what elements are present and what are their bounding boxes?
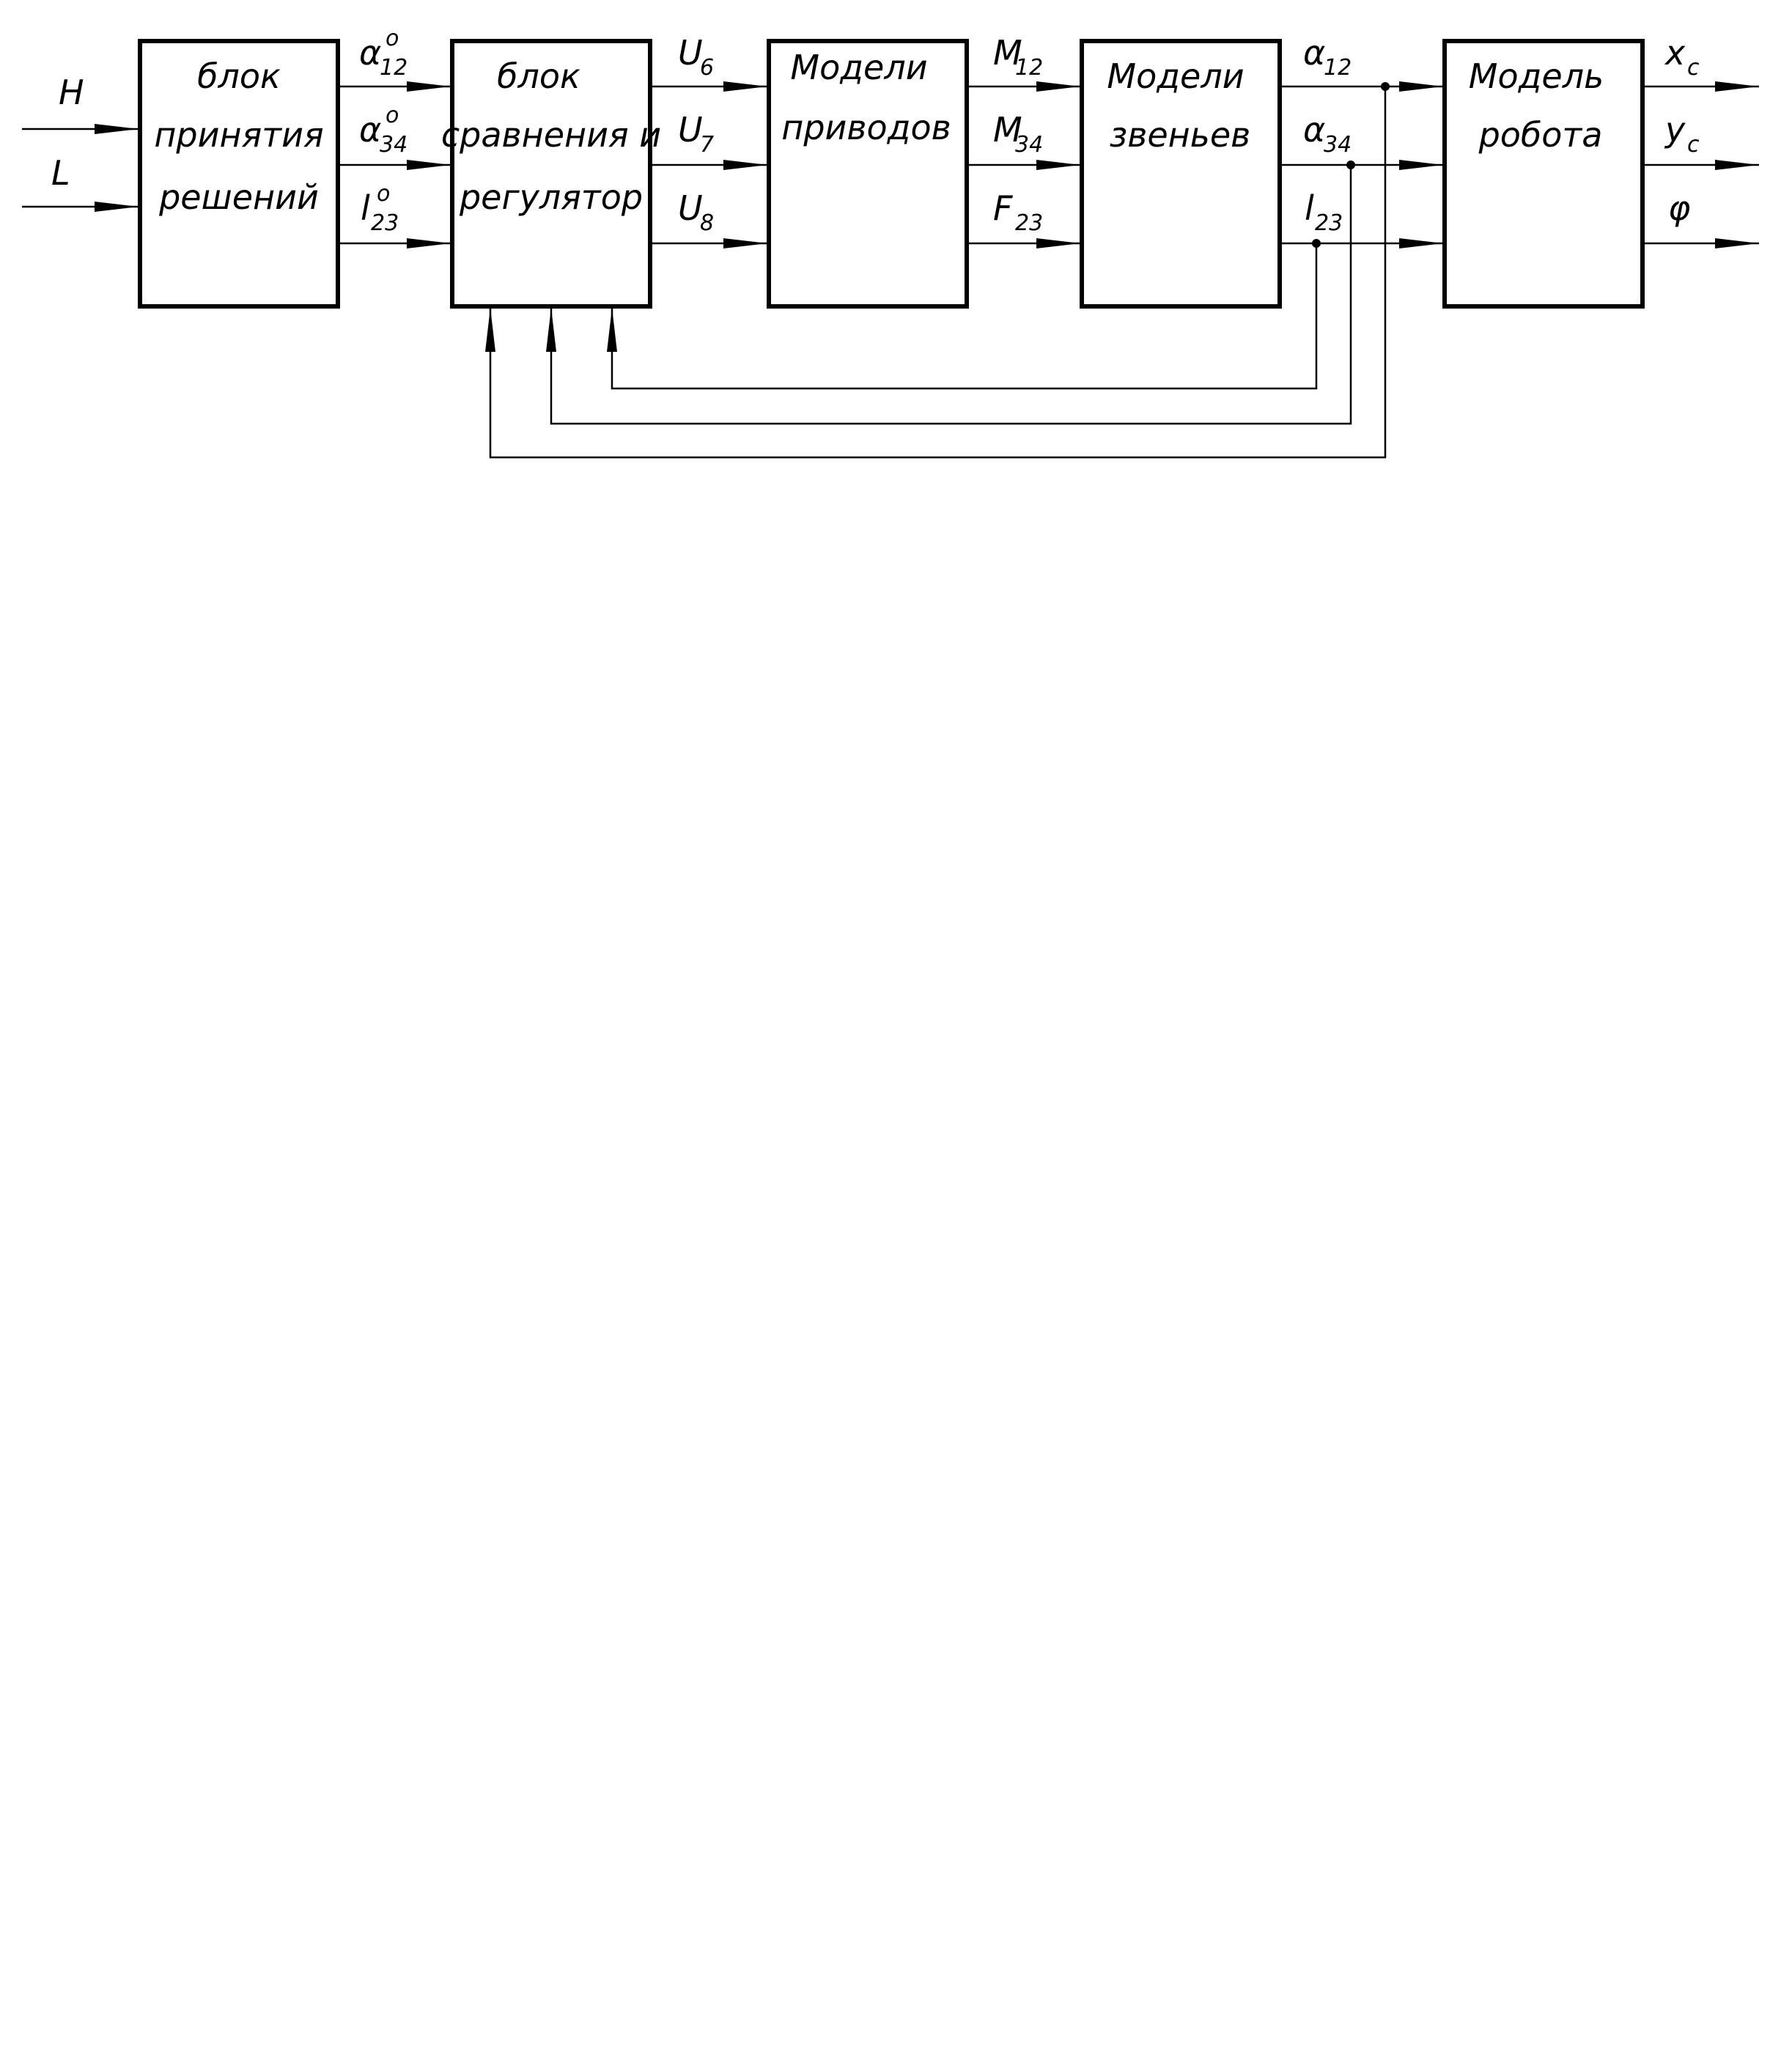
coords-label-1: α [1303,33,1325,73]
controls-label-2: U [678,110,703,150]
drives-block-line-2: приводов [781,108,951,147]
coords-label-3: l [1305,188,1314,228]
links-block: Модели звеньев [1080,39,1282,309]
comparator-block-line-2: сравнения и [441,115,661,155]
drives-block-line-1: Модели [790,48,927,87]
setpoints-label-2-superscript: o [386,103,399,128]
controls-label-2-subscript: 7 [700,132,714,158]
coords-label-2: α [1303,110,1325,150]
outputs-label-1-subscript: c [1687,55,1700,81]
decision-block-line-1: блок [197,56,281,96]
controls-label-1: U [678,33,703,73]
forces-label-2-subscript: 34 [1015,132,1043,158]
setpoints-label-2-subscript: 34 [380,132,408,158]
comparator-block: блок сравнения и регулятор [441,39,661,309]
outputs-label-2-subscript: c [1687,132,1700,158]
comparator-block-line-1: блок [497,56,580,96]
setpoints-label-2: α [359,110,381,150]
junction-dot-3 [1312,239,1321,248]
decision-block-line-2: принятия [154,115,323,155]
setpoints-label-3-subscript: 23 [371,210,399,236]
forces-label-1-subscript: 12 [1015,55,1043,81]
outputs-label-3: φ [1668,188,1690,228]
setpoints-label-1: α [359,33,381,73]
outputs-label-1: x [1664,33,1686,73]
setpoints-label-3-superscript: o [377,181,390,207]
links-block-line-2: звеньев [1110,115,1250,155]
forces-label-1: M [993,33,1022,73]
inputs-label-2: L [51,153,70,193]
robot-block-line-1: Модель [1469,56,1604,96]
feedback-line-alpha12 [485,86,1387,459]
feedback-line-alpha34 [546,165,1352,425]
forces-label-3: F [993,188,1013,228]
feedback-line-l23 [607,243,1318,390]
controls-label-3: U [678,188,703,228]
coords-label-3-subscript: 23 [1315,210,1343,236]
comparator-block-line-3: регулятор [459,177,643,217]
robot-block-line-2: робота [1478,115,1603,155]
junction-dot-1 [1381,82,1390,91]
links-block-line-1: Модели [1107,56,1244,96]
inputs-label-1: H [59,73,84,112]
controls-label-1-subscript: 6 [700,55,714,81]
forces-label-3-subscript: 23 [1015,210,1043,236]
forces-label-2: M [993,110,1022,150]
decision-block: блок принятия решений [138,39,340,309]
outputs-label-2: y [1664,110,1686,150]
coords-label-2-subscript: 34 [1324,132,1352,158]
robot-block: Модель робота [1442,39,1645,309]
junction-dot-2 [1346,161,1355,169]
setpoints-label-1-superscript: o [386,26,399,51]
setpoints-label-1-subscript: 12 [380,55,408,81]
controls-label-3-subscript: 8 [700,210,714,236]
coords-label-1-subscript: 12 [1324,55,1352,81]
setpoints-label-3: l [361,188,370,228]
drives-block: Модели приводов [767,39,969,309]
decision-block-line-3: решений [158,177,319,217]
